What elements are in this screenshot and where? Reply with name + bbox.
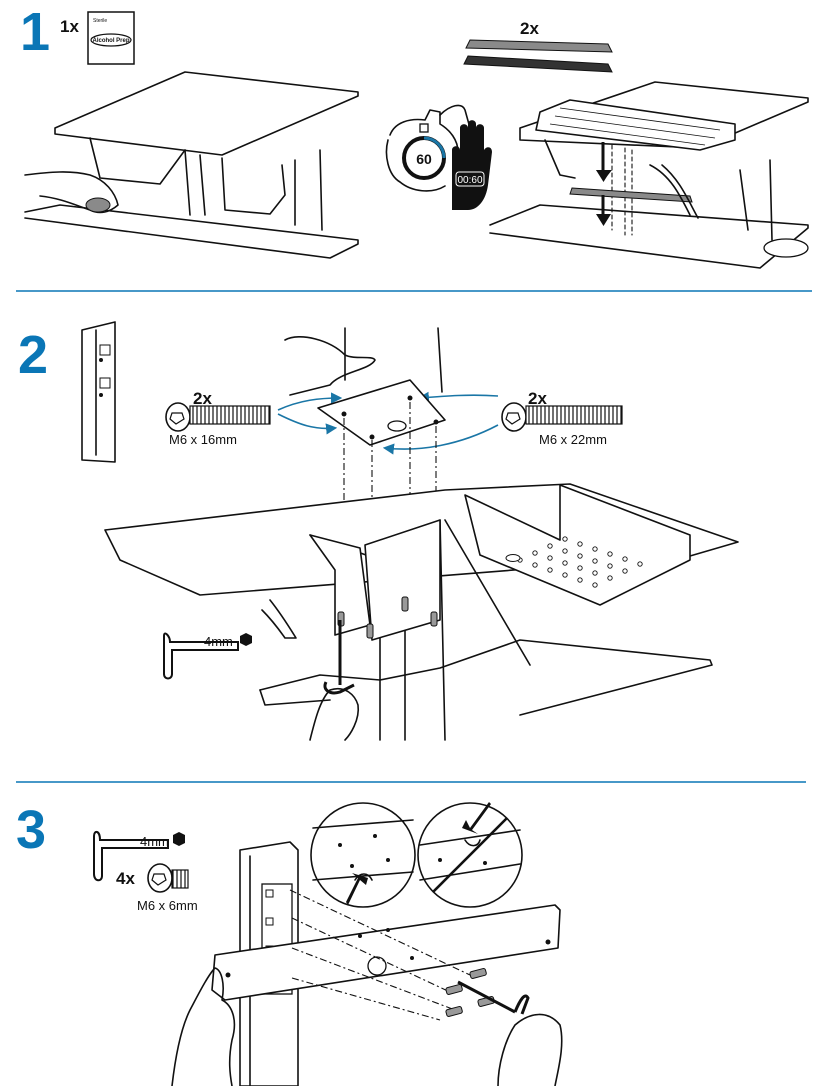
- post-and-plate: [284, 327, 446, 520]
- timer-digital-readout: 00:60: [457, 175, 482, 186]
- desk-keyboard-illustration: [489, 81, 809, 269]
- step-2: 2 2x M6 x 16mm 2x M6 x 22mm: [16, 321, 806, 783]
- hex-key-size: 4mm: [204, 634, 233, 649]
- screw-size: M6 x 6mm: [137, 898, 198, 913]
- left-bolt-quantity: 2x: [193, 389, 212, 408]
- bolt-m6x22-right: 2x M6 x 22mm: [501, 389, 623, 447]
- step-1: 1 1x Sterile Alcohol Prep 60: [16, 2, 812, 292]
- step3-hex-socket-icon: [173, 832, 185, 846]
- screw-m6x6: 4x M6 x 6mm: [116, 863, 198, 913]
- crossbar: [211, 904, 561, 1001]
- strip-quantity: 2x: [520, 19, 539, 38]
- keyboard-icon: [535, 99, 736, 151]
- step3-hex-key-icon: 4mm: [93, 830, 185, 882]
- step-3-number: 3: [16, 800, 46, 860]
- step-3: 3 4mm 4x M6 x 6mm: [16, 800, 563, 1086]
- timer-seconds: 60: [416, 151, 432, 167]
- desk-with-tray: [104, 483, 739, 741]
- step-2-number: 2: [18, 325, 48, 385]
- mouse-icon: [763, 238, 809, 258]
- hex-socket-icon: [240, 633, 252, 646]
- mounting-bracket-icon: [81, 321, 116, 463]
- insert-arrows: [277, 391, 499, 455]
- incorrect-orientation-detail: [417, 802, 523, 908]
- stop-hand-icon: [452, 120, 492, 210]
- tray-holes: [517, 536, 643, 588]
- correct-orientation-detail: [310, 802, 416, 908]
- sixty-second-timer-illustration: 60 00:60: [385, 104, 492, 210]
- screw-quantity: 4x: [116, 869, 135, 888]
- hand-with-hex-key: [309, 620, 360, 741]
- left-hand-step3: [171, 967, 236, 1086]
- alcohol-pad-quantity: 1x: [60, 17, 79, 36]
- alcohol-pad-label: Alcohol Prep: [92, 38, 129, 44]
- left-bolt-size: M6 x 16mm: [169, 432, 237, 447]
- hand-with-hex-key-step3: [457, 980, 563, 1086]
- alcohol-pad-title: Sterile: [93, 18, 107, 24]
- screws-placement: [445, 967, 495, 1017]
- desk-wiping-illustration: [24, 71, 359, 259]
- hex-key-icon: 4mm: [163, 632, 252, 680]
- right-bolt-size: M6 x 22mm: [539, 432, 607, 447]
- right-bolt-quantity: 2x: [528, 389, 547, 408]
- alcohol-prep-pad-icon: Sterile Alcohol Prep: [87, 11, 135, 65]
- bolt-m6x16-left: 2x M6 x 16mm: [165, 389, 271, 447]
- prohibited-slash-icon: [432, 817, 508, 893]
- adhesive-strips: 2x: [463, 19, 613, 73]
- step-1-number: 1: [20, 2, 50, 62]
- step3-hex-key-size: 4mm: [140, 834, 169, 849]
